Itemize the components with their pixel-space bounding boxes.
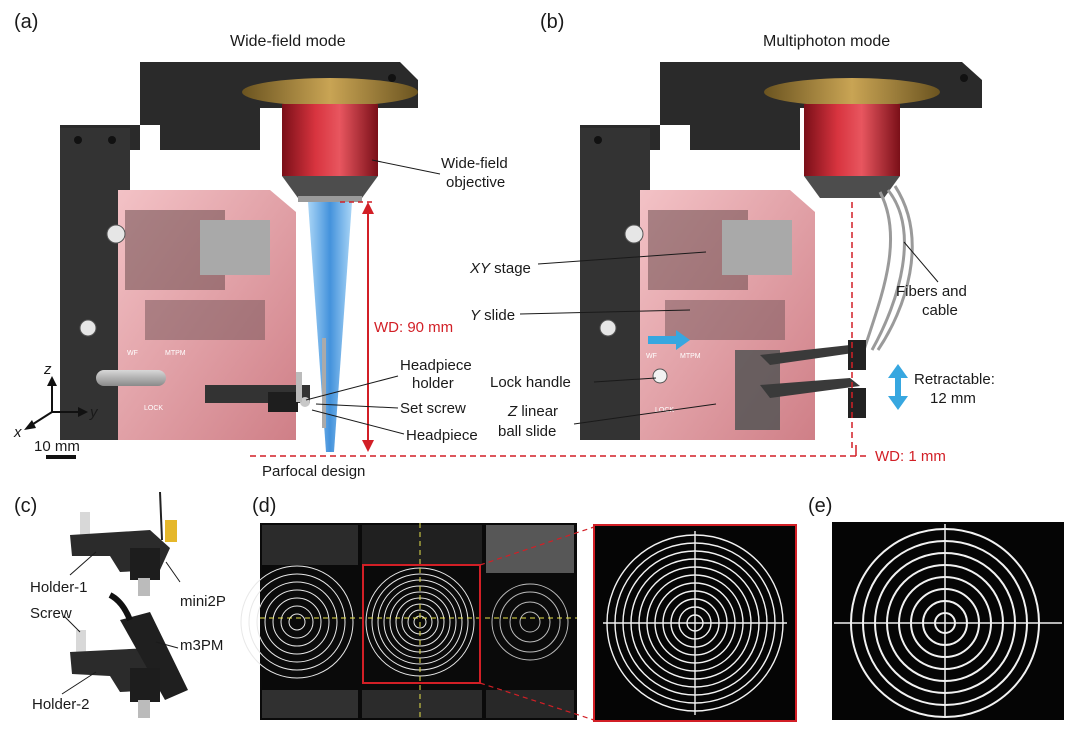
mosaic-texture — [262, 525, 574, 718]
panel-d: (d) — [240, 495, 797, 722]
lock-text-a: LOCK — [144, 405, 163, 412]
widefield-rings — [834, 524, 1062, 718]
zoom-connector-bottom — [479, 682, 595, 721]
switch-mtpm-b: MTPM — [680, 353, 701, 360]
callouts-a — [305, 159, 441, 435]
multiphoton-objective — [764, 78, 940, 198]
axis-y: y — [89, 404, 99, 421]
zoom-connector-top — [479, 526, 595, 566]
headpiece-holder-line1: Headpiece — [400, 357, 472, 374]
wd-dimension-a: WD: 90 mm — [340, 201, 453, 452]
holder-1-render — [70, 491, 177, 596]
scale-label: 10 mm — [34, 438, 80, 455]
y-slide-label: Y slide — [470, 307, 515, 324]
axis-z: z — [43, 361, 52, 378]
zoomed-rings — [603, 531, 787, 715]
objective-label-line2: objective — [446, 174, 505, 191]
fibers-label-line2: cable — [922, 302, 958, 319]
panel-a-title: Wide-field mode — [230, 33, 346, 50]
xy-stage-label-italic: XY — [469, 260, 491, 277]
xy-stage-label: XY stage — [469, 260, 531, 277]
panel-label-a: (a) — [14, 11, 38, 33]
panel-label-b: (b) — [540, 11, 564, 33]
y-slide-label-italic: Y — [470, 307, 481, 324]
panel-c: (c) Holder-1 Screw Holder-2 mini2P — [14, 491, 226, 718]
parfocal-label: Parfocal design — [262, 463, 365, 480]
objective-label-line1: Wide-field — [441, 155, 508, 172]
headpiece-holder-line2: holder — [412, 375, 454, 392]
target-right — [491, 583, 569, 661]
wide-field-objective — [242, 78, 418, 202]
fibers-label-line1: Fibers and — [896, 283, 967, 300]
xy-stage-label-rest: stage — [490, 260, 531, 277]
mount-frame-b — [580, 62, 982, 440]
z-slide-label-italic: Z — [507, 403, 518, 420]
switch-wf-a: WF — [127, 350, 138, 357]
m3pm-label: m3PM — [180, 637, 223, 654]
wide-field-beam — [308, 202, 352, 452]
set-screw-label: Set screw — [400, 400, 466, 417]
widefield-target-image — [832, 522, 1064, 720]
panel-a: (a) Wide-field mode WF — [13, 11, 870, 480]
callouts-b — [519, 241, 939, 425]
switch-wf-b: WF — [646, 353, 657, 360]
retractable-arrow — [888, 364, 908, 410]
screw-label: Screw — [30, 605, 72, 622]
stage-block-a: WF MTPM LOCK — [79, 190, 326, 440]
panel-label-d: (d) — [252, 495, 276, 517]
holder-2-label: Holder-2 — [32, 696, 90, 713]
z-slide-label-line2: ball slide — [498, 423, 556, 440]
axis-x: x — [13, 424, 22, 441]
stage-block-b: WF MTPM LOCK — [599, 190, 866, 440]
retractable-label-line1: Retractable: — [914, 371, 995, 388]
switch-mtpm-a: MTPM — [165, 350, 186, 357]
wd-label-b: WD: 1 mm — [875, 448, 946, 465]
retractable-label-line2: 12 mm — [930, 390, 976, 407]
target-left — [240, 565, 354, 679]
axes-icon — [24, 376, 88, 430]
panel-label-e: (e) — [808, 495, 832, 517]
callouts-c — [61, 551, 181, 695]
panel-label-c: (c) — [14, 495, 37, 517]
fibers-cable — [862, 185, 914, 351]
headpiece-label: Headpiece — [406, 427, 478, 444]
scale-bar — [46, 455, 76, 459]
lock-text-b: LOCK — [655, 407, 674, 414]
zoom-box — [362, 564, 481, 684]
panel-b-title: Multiphoton mode — [763, 33, 890, 50]
panel-e: (e) — [808, 495, 1064, 720]
lock-handle-label: Lock handle — [490, 374, 571, 391]
y-slide-label-rest: slide — [480, 307, 515, 324]
z-slide-label-rest: linear — [517, 403, 558, 420]
holder-2-render — [70, 592, 188, 718]
wd-label-a: WD: 90 mm — [374, 319, 453, 336]
mini2p-label: mini2P — [180, 593, 226, 610]
holder-1-label: Holder-1 — [30, 579, 88, 596]
panel-b: (b) Multiphoton mode WF — [469, 11, 995, 465]
z-slide-label: Z linear — [507, 403, 558, 420]
